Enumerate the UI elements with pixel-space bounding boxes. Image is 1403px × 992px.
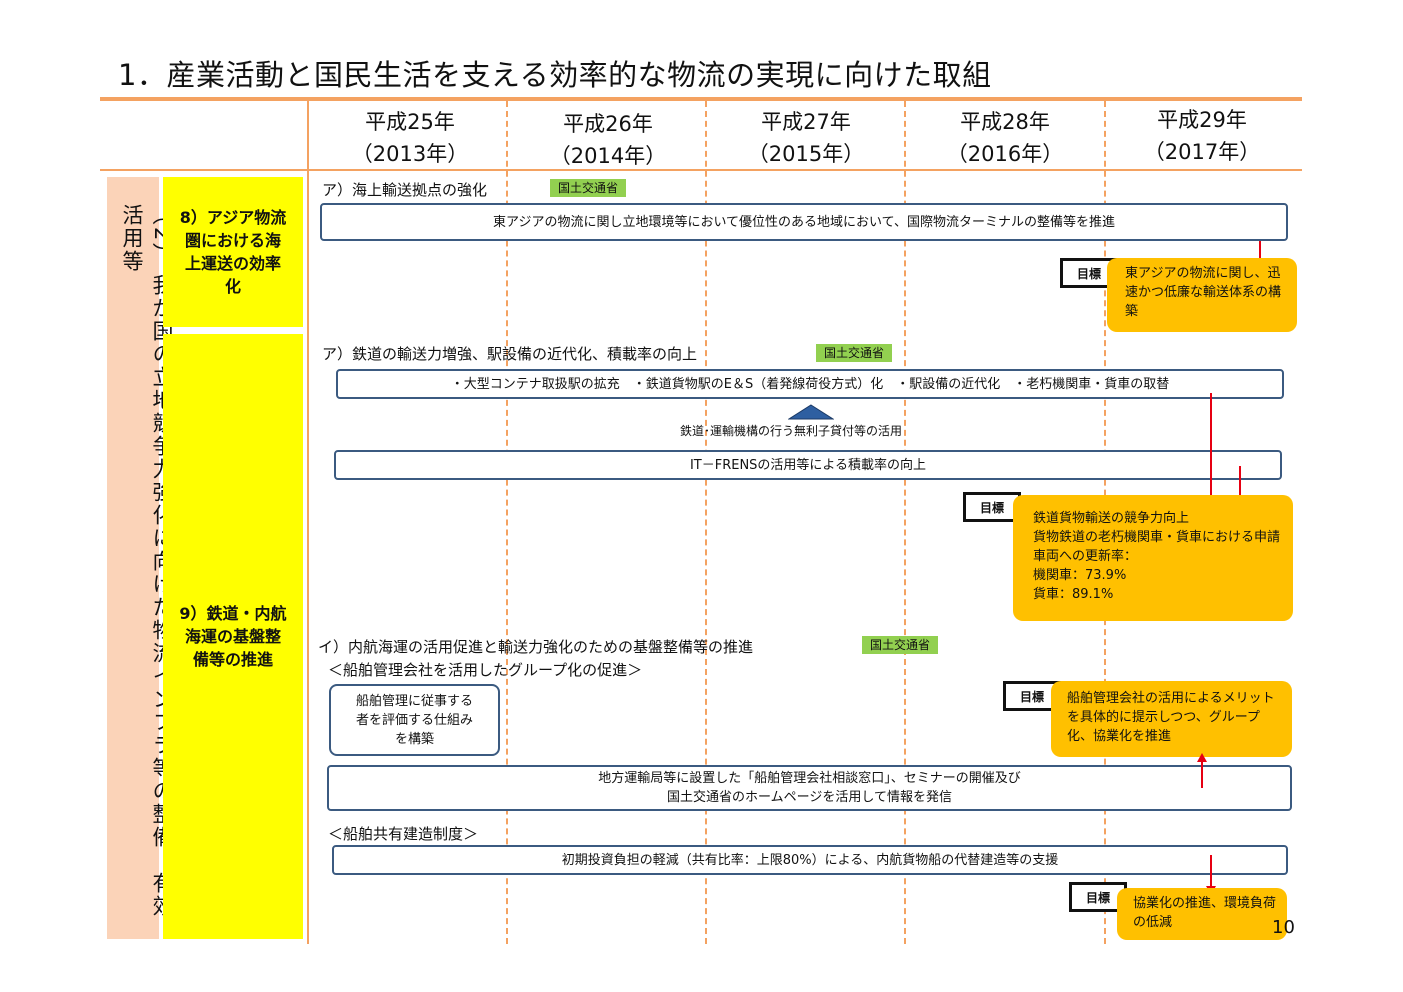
header-bottom-line [100,169,1302,171]
section-heading-coastal: イ）内航海運の活用促進と輸送力強化のための基盤整備等の推進 [318,638,754,656]
label-column-divider [307,101,309,944]
year-header-2013: 平成25年（2013年） [351,110,469,166]
subheading-ship-management: ＜船舶管理会社を活用したグループ化の促進＞ [328,661,643,679]
year-header-2016: 平成28年（2016年） [946,110,1064,166]
page-title: 1．産業活動と国民生活を支える効率的な物流の実現に向けた取組 [118,58,992,92]
arrow-port [1259,241,1261,259]
subcategory-9: 9）鉄道・内航海運の基盤整備等の推進 [163,334,303,939]
bar-it-frens: IT－FRENSの活用等による積載率の向上 [334,450,1282,480]
arrow-rail-2 [1239,466,1241,497]
target-box-environment: 協業化の推進、環境負荷の低減 [1117,888,1287,940]
bar-joint-construction: 初期投資負担の軽減（共有比率：上限80%）による、内航貨物船の代替建造等の支援 [332,845,1288,875]
arrow-group [1201,762,1203,788]
box-evaluation-system: 船舶管理に従事する者を評価する仕組みを構築 [329,684,500,756]
arrow-group-head [1197,753,1207,762]
arrow-construction [1210,855,1212,887]
year-header-2017: 平成29年（2017年） [1143,108,1261,164]
ministry-badge: 国土交通省 [862,636,939,654]
bar-port-terminal: 東アジアの物流に関し立地環境等において優位性のある地域において、国際物流ターミナ… [320,203,1288,241]
year-divider-2015 [705,101,707,944]
target-box-rail: 鉄道貨物輸送の競争力向上 貨物鉄道の老朽機関車・貨車における申請車両への更新率：… [1013,495,1293,621]
target-box-port: 東アジアの物流に関し、迅速かつ低廉な輸送体系の構築 [1107,258,1297,332]
subheading-joint-construction: ＜船舶共有建造制度＞ [328,825,479,843]
ministry-badge: 国土交通省 [550,179,627,197]
subcategory-8: 8）アジア物流圏における海上運送の効率化 [163,177,303,327]
year-header-2015: 平成27年（2015年） [747,110,865,166]
year-header-2014: 平成26年（2014年） [549,112,667,168]
support-triangle-icon [788,404,834,420]
year-divider-2014 [506,101,508,944]
support-note: 鉄道･運輸機構の行う無利子貸付等の活用 [680,424,903,438]
year-divider-2016 [904,101,906,944]
section-heading-rail: ア）鉄道の輸送力増強、駅設備の近代化、積載率の向上 [322,345,698,363]
target-box-group: 船舶管理会社の活用によるメリットを具体的に提示しつつ、グループ化、協業化を推進 [1051,681,1292,757]
title-underline [100,97,1302,101]
bar-info-dissemination: 地方運輸局等に設置した「船舶管理会社相談窓口」、セミナーの開催及び 国土交通省の… [327,765,1292,811]
section-heading-port: ア）海上輸送拠点の強化 [322,181,488,199]
page-number: 10 [1272,917,1295,938]
ministry-badge: 国土交通省 [816,344,893,362]
category-label-box [107,177,159,939]
arrow-rail-1 [1210,393,1212,497]
bar-rail-facilities: ・大型コンテナ取扱駅の拡充 ・鉄道貨物駅のE＆S（着発線荷役方式）化 ・駅設備の… [336,369,1284,399]
